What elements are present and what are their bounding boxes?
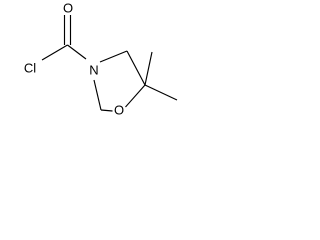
bond-oxygen-ch2-lower	[100, 109, 113, 112]
atom-chlorine: Cl	[24, 61, 36, 76]
bond-nitrogen-ch2-upper	[99, 50, 128, 63]
bond-methyl-upper	[144, 51, 153, 86]
bond-quaternary-carbon-oxygen	[125, 84, 146, 108]
bond-ch2-lower-nitrogen	[93, 79, 102, 111]
atom-nitrogen: N	[89, 63, 98, 78]
bond-carbon-nitrogen	[67, 44, 87, 60]
atom-oxygen-ring: O	[114, 103, 124, 118]
bond-ch2-quaternary-carbon	[126, 50, 146, 86]
atom-oxygen-carbonyl: O	[63, 1, 73, 16]
bond-carbon-chlorine	[41, 44, 68, 61]
bond-methyl-right	[144, 84, 178, 101]
structure-diagram: O Cl N O	[24, 1, 178, 118]
bonds	[41, 15, 178, 112]
